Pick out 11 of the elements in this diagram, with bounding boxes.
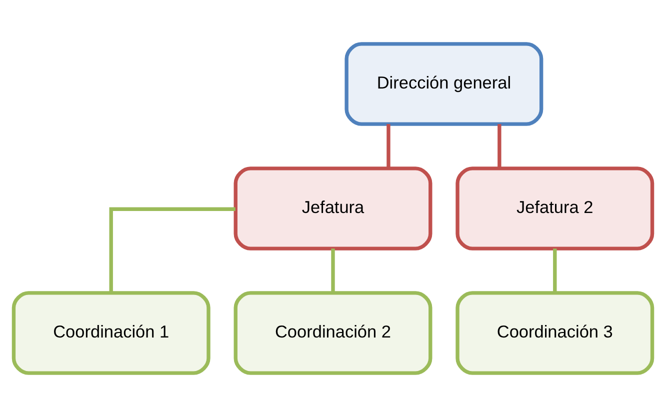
connector [386, 124, 390, 168]
connector [109, 207, 236, 293]
connector [498, 124, 502, 168]
node-box: Jefatura 2 [456, 166, 654, 250]
connector [331, 248, 335, 293]
node-box: Jefatura [234, 166, 432, 250]
node-box: Coordinación 3 [456, 291, 654, 375]
node-box: Dirección general [344, 42, 544, 126]
node-box: Coordinación 2 [234, 291, 432, 375]
connector [553, 248, 557, 293]
node-box: Coordinación 1 [12, 291, 210, 375]
